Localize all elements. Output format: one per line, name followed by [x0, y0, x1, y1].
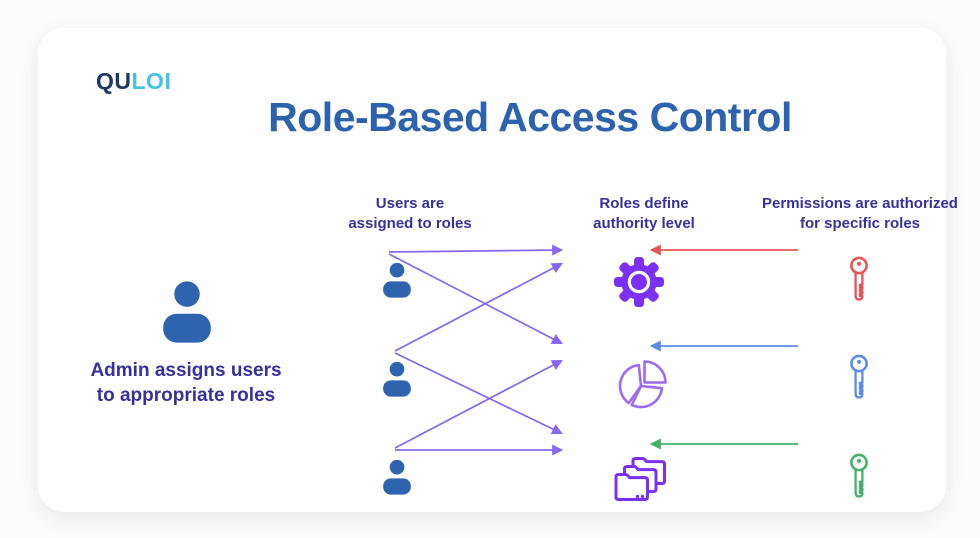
red-key-icon [850, 256, 868, 301]
folders-icon [614, 457, 666, 501]
page-title: Role-Based Access Control [268, 94, 792, 140]
user-3-person-icon [383, 459, 411, 495]
quloi-logo: QULOI [96, 70, 171, 93]
diagram-card: QULOI Role-Based Access Control Users ar… [38, 28, 958, 512]
roles-column-label: Roles define authority level [593, 195, 695, 233]
admin-person-icon [163, 281, 211, 343]
users-column-label: Users are assigned to roles [348, 195, 472, 233]
user-1-person-icon [383, 262, 411, 298]
pie-chart-icon [618, 360, 667, 409]
logo-text-loi: LOI [131, 68, 172, 94]
blue-key-icon [850, 354, 868, 399]
gear-icon [614, 257, 664, 307]
user-2-person-icon [383, 361, 411, 397]
logo-text-qu: QU [96, 68, 132, 94]
permissions-column-label: Permissions are authorized for specific … [762, 195, 958, 233]
green-key-icon [850, 453, 868, 498]
admin-caption: Admin assigns users to appropriate roles [90, 360, 282, 406]
